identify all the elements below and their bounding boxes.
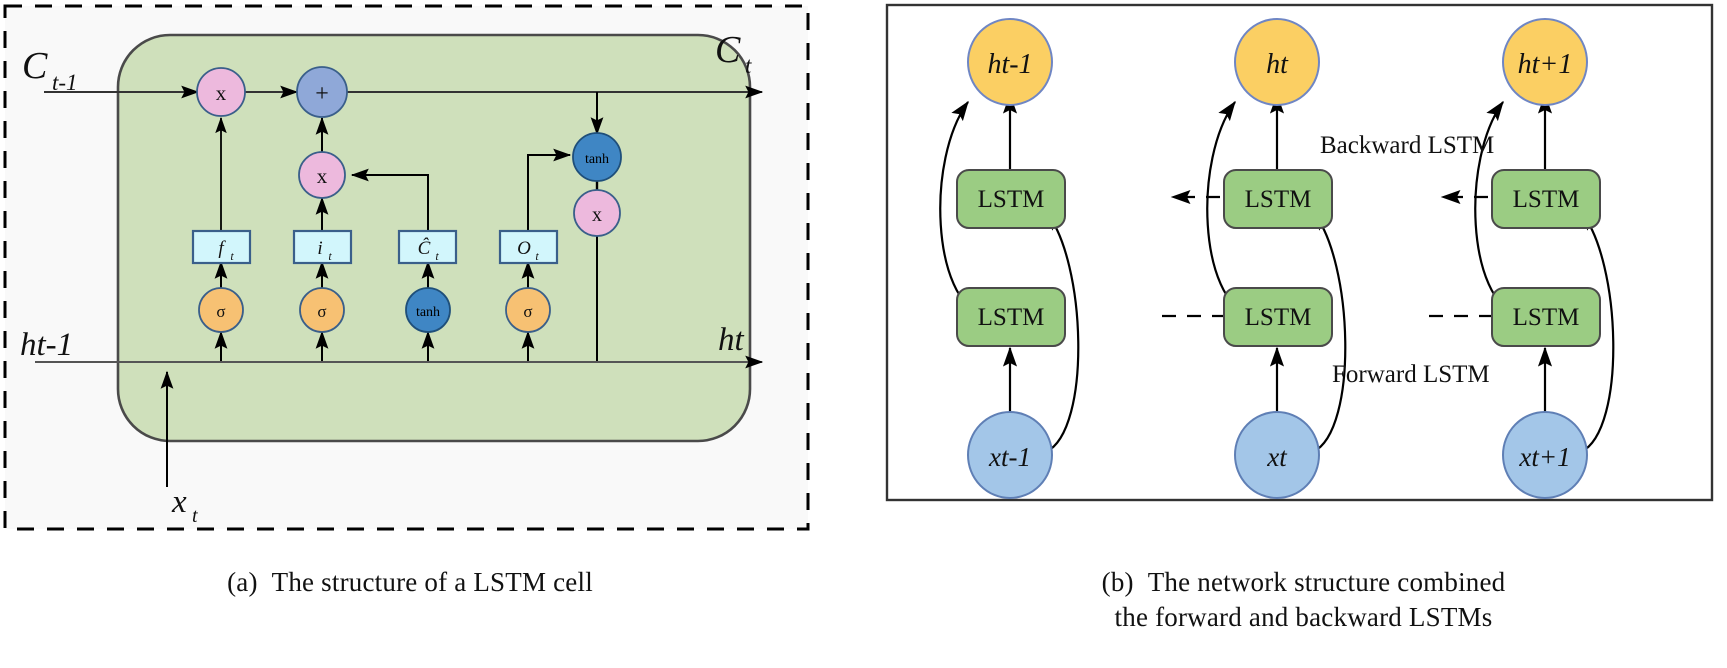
wire-ot-to-tanh bbox=[527, 148, 572, 232]
sigma-glyph: σ bbox=[216, 302, 225, 321]
gate-box-forget: f t bbox=[191, 229, 252, 265]
lstm-box-forward-3: LSTM bbox=[1491, 287, 1601, 347]
label-hidden-out: ht bbox=[718, 322, 745, 358]
label-C-sub: t-1 bbox=[52, 70, 78, 95]
op-cell-add: + bbox=[296, 66, 348, 118]
gate-box-output: O t bbox=[498, 229, 559, 265]
annotation-forward-lstm: Forward LSTM bbox=[1332, 361, 1490, 388]
label-Ct-sub: t bbox=[745, 53, 752, 78]
output-node-ht-1: ht-1 bbox=[967, 18, 1053, 106]
caption-panel-b: (b) The network structure combined the fo… bbox=[880, 565, 1727, 634]
gate-sub-ft: t bbox=[230, 249, 234, 263]
input-node-label: xt-1 bbox=[988, 442, 1031, 472]
label-input-xt: x t bbox=[171, 484, 198, 527]
multiply-glyph: x bbox=[592, 204, 602, 226]
wire-in1-to-bwd1-curve bbox=[1045, 210, 1080, 453]
label-Ct: C bbox=[715, 29, 741, 71]
caption-a-label: (a) bbox=[227, 567, 258, 597]
gate-sub-candidate: t bbox=[435, 249, 439, 263]
op-output-tanh: tanh bbox=[572, 132, 622, 182]
lstm-box-label: LSTM bbox=[1245, 186, 1312, 213]
activation-sigma-input: σ bbox=[299, 287, 345, 333]
lstm-box-label: LSTM bbox=[1513, 186, 1580, 213]
output-node-ht: ht bbox=[1234, 18, 1320, 106]
panel-lstm-cell: f t i t Ĉ t O t σ bbox=[0, 0, 820, 668]
output-node-ht+1: ht+1 bbox=[1502, 18, 1588, 106]
multiply-glyph: x bbox=[317, 164, 328, 188]
wire-in3-to-bwd3-curve bbox=[1580, 210, 1615, 453]
lstm-box-label: LSTM bbox=[978, 186, 1045, 213]
input-node-xt: xt bbox=[1234, 411, 1320, 499]
gate-sub-ot: t bbox=[535, 249, 539, 263]
input-node-label: xt+1 bbox=[1518, 442, 1570, 472]
output-node-label: ht bbox=[1266, 49, 1289, 80]
lstm-box-backward-3: LSTM bbox=[1491, 169, 1601, 229]
lstm-box-forward-2: LSTM bbox=[1223, 287, 1333, 347]
label-x: x bbox=[171, 484, 187, 520]
caption-b-label: (b) bbox=[1101, 567, 1134, 597]
gate-label-ft: f bbox=[218, 238, 226, 259]
lstm-box-label: LSTM bbox=[1245, 304, 1312, 331]
multiply-glyph: x bbox=[216, 81, 227, 105]
bilstm-diagram: ht-1 ht ht+1 LSTM LSTM LSTM bbox=[885, 3, 1714, 502]
caption-panel-a: (a) The structure of a LSTM cell bbox=[40, 565, 780, 600]
output-node-label: ht-1 bbox=[987, 49, 1032, 80]
label-x-sub: t bbox=[192, 505, 198, 527]
input-node-label: xt bbox=[1266, 442, 1288, 472]
sigma-glyph: σ bbox=[317, 302, 326, 321]
gate-label-ot: O bbox=[517, 238, 531, 259]
output-node-label: ht+1 bbox=[1518, 49, 1573, 80]
sigma-glyph: σ bbox=[523, 302, 532, 321]
wire-in2-to-bwd2-curve bbox=[1312, 210, 1347, 453]
caption-b-line1: (b) The network structure combined bbox=[880, 565, 1727, 600]
activation-sigma-forget: σ bbox=[198, 287, 244, 333]
label-hidden-in: ht-1 bbox=[20, 327, 73, 363]
caption-b-line2: the forward and backward LSTMs bbox=[1114, 601, 1493, 632]
panel-bilstm-network: ht-1 ht ht+1 LSTM LSTM LSTM bbox=[880, 0, 1727, 668]
gate-box-candidate: Ĉ t bbox=[397, 229, 458, 265]
activation-sigma-output: σ bbox=[505, 287, 551, 333]
op-output-multiply: x bbox=[573, 189, 621, 237]
activation-tanh-candidate: tanh bbox=[405, 287, 451, 333]
gate-sub-it: t bbox=[328, 249, 332, 263]
label-cellstate-in: C t-1 bbox=[22, 45, 78, 95]
lstm-box-label: LSTM bbox=[978, 304, 1045, 331]
lstm-box-backward-2: LSTM bbox=[1223, 169, 1333, 229]
annotation-backward-lstm: Backward LSTM bbox=[1320, 132, 1494, 159]
label-C: C bbox=[22, 45, 48, 87]
caption-a-text: The structure of a LSTM cell bbox=[271, 567, 593, 597]
wire-candidate-to-mult bbox=[350, 168, 429, 232]
input-node-xt-1: xt-1 bbox=[967, 411, 1053, 499]
gate-box-input: i t bbox=[292, 229, 353, 265]
gate-label-candidate: Ĉ bbox=[418, 237, 431, 259]
label-cellstate-out: C t bbox=[715, 29, 752, 78]
caption-b-text: The network structure combined bbox=[1147, 567, 1506, 597]
lstm-cell-diagram: f t i t Ĉ t O t σ bbox=[3, 4, 810, 531]
tanh-glyph: tanh bbox=[416, 305, 440, 320]
add-glyph: + bbox=[315, 81, 329, 107]
gate-label-it: i bbox=[317, 238, 322, 259]
lstm-box-backward-1: LSTM bbox=[956, 169, 1066, 229]
lstm-box-label: LSTM bbox=[1513, 304, 1580, 331]
input-node-xt+1: xt+1 bbox=[1502, 411, 1588, 499]
op-input-multiply: x bbox=[298, 151, 346, 199]
lstm-box-forward-1: LSTM bbox=[956, 287, 1066, 347]
tanh-glyph: tanh bbox=[585, 152, 609, 167]
op-forget-multiply: x bbox=[196, 67, 246, 117]
